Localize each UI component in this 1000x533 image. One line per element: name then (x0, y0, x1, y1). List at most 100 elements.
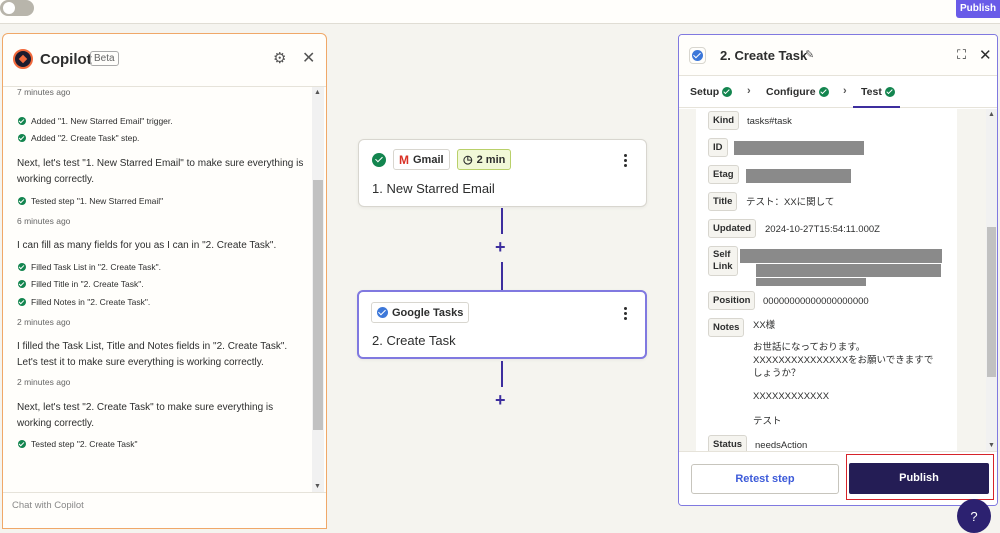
assistant-message: Next, let's test "2. Create Task" to mak… (17, 402, 274, 429)
help-icon[interactable]: ? (957, 499, 991, 533)
top-bar: Publish (0, 0, 1000, 24)
scrollbar-thumb[interactable] (313, 180, 323, 430)
step-title: 2. Create Task (372, 333, 456, 348)
activity-text: Filled Task List in "2. Create Task". (31, 262, 161, 272)
activity-item: Tested step "2. Create Task" (18, 439, 138, 449)
field-key-status: Status (708, 435, 748, 451)
activity-item: Added "1. New Starred Email" trigger. (18, 116, 173, 126)
field-value-notes-line: XXXXXXXXXXXX (753, 391, 830, 402)
copilot-title: Copilot (40, 51, 92, 68)
success-check-icon (372, 153, 386, 167)
check-icon (18, 280, 26, 288)
app-chip-google-tasks: Google Tasks (371, 302, 470, 323)
active-tab-indicator (853, 106, 900, 108)
field-key-updated: Updated (708, 219, 756, 238)
add-step-plus-icon[interactable]: + (495, 237, 506, 257)
check-icon (18, 134, 26, 142)
tab-label: Configure (766, 86, 816, 98)
assistant-message: I can fill as many fields for you as I c… (17, 240, 277, 251)
timestamp: 2 minutes ago (17, 377, 71, 387)
step-title: 1. New Starred Email (372, 181, 495, 196)
field-value-position: 00000000000000000000 (763, 296, 869, 307)
clock-icon: ◷ (463, 154, 473, 166)
copilot-scrollbar[interactable]: ▲ ▼ (312, 87, 324, 492)
action-step-card[interactable]: Google Tasks 2. Create Task (357, 290, 647, 359)
scroll-up-icon[interactable]: ▲ (988, 111, 995, 118)
publish-button[interactable]: Publish (849, 463, 989, 494)
redacted-value (756, 278, 866, 286)
pencil-icon[interactable]: ✎ (805, 49, 815, 61)
activity-text: Tested step "1. New Starred Email" (31, 196, 164, 206)
check-icon (818, 87, 829, 97)
more-options-icon[interactable] (624, 305, 627, 322)
field-value-notes-line: テスト (753, 416, 782, 427)
tab-test[interactable]: Test (861, 86, 895, 98)
key-line: Self (713, 249, 731, 260)
scroll-down-icon[interactable]: ▼ (314, 483, 321, 490)
more-options-icon[interactable] (624, 152, 627, 169)
activity-item: Tested step "1. New Starred Email" (18, 196, 163, 206)
connector-line (501, 262, 503, 290)
top-publish-button[interactable]: Publish (956, 0, 1000, 18)
field-value-updated: 2024-10-27T15:54:11.000Z (765, 224, 880, 235)
copilot-feed: 7 minutes ago Added "1. New Starred Emai… (3, 87, 326, 492)
field-key-position: Position (708, 291, 756, 310)
publish-highlight-outline (846, 454, 994, 500)
field-key-kind: Kind (708, 111, 740, 130)
expand-icon[interactable]: ⛶ (957, 47, 967, 62)
redacted-value (746, 169, 851, 183)
activity-text: Added "2. Create Task" step. (31, 133, 140, 143)
field-key-id: ID (708, 138, 728, 157)
key-line: Link (713, 261, 733, 272)
close-icon[interactable]: ✕ (979, 47, 992, 64)
trigger-step-card[interactable]: M Gmail ◷ 2 min 1. New Starred Email (358, 139, 647, 207)
step-editor-panel: 2. Create Task ✎ ⛶ ✕ Setup › Configure ›… (678, 34, 998, 506)
timestamp: 2 minutes ago (17, 317, 71, 327)
tab-setup[interactable]: Setup (690, 86, 733, 98)
app-label: Google Tasks (392, 306, 464, 319)
field-value-notes-line: お世話になっております。 (753, 342, 866, 353)
connector-line (501, 208, 503, 234)
panel-header: 2. Create Task ✎ ⛶ ✕ (679, 35, 997, 76)
timestamp: 6 minutes ago (17, 216, 71, 226)
panel-scrollbar[interactable]: ▲ ▼ (986, 109, 997, 451)
activity-text: Added "1. New Starred Email" trigger. (31, 116, 173, 126)
retest-step-button[interactable]: Retest step (691, 464, 839, 494)
zap-on-off-toggle[interactable] (0, 0, 34, 16)
copilot-logo-icon (13, 49, 33, 69)
panel-tabs: Setup › Configure › Test (679, 76, 997, 108)
activity-text: Tested step "2. Create Task" (31, 439, 138, 449)
redacted-value (740, 249, 942, 263)
scroll-down-icon[interactable]: ▼ (988, 442, 995, 449)
assistant-message: I filled the Task List, Title and Notes … (17, 341, 288, 368)
check-icon (722, 87, 733, 97)
chevron-right-icon: › (747, 85, 751, 97)
scroll-up-icon[interactable]: ▲ (314, 89, 321, 96)
copilot-chat-input[interactable]: Chat with Copilot (3, 492, 326, 528)
field-value-kind: tasks#task (747, 116, 792, 127)
field-value-notes-line: XXXXXXXXXXXXXXXをお願いできますで (753, 355, 934, 366)
tab-configure[interactable]: Configure (766, 86, 829, 98)
assistant-message: Next, let's test "1. New Starred Email" … (17, 158, 304, 185)
check-icon (18, 298, 26, 306)
close-icon[interactable]: ✕ (302, 50, 316, 67)
activity-text: Filled Notes in "2. Create Task". (31, 297, 151, 307)
app-label: Gmail (413, 153, 444, 166)
chevron-right-icon: › (843, 85, 847, 97)
check-icon (18, 117, 26, 125)
gear-icon[interactable]: ⚙ (273, 50, 287, 67)
field-key-etag: Etag (708, 165, 739, 184)
add-step-plus-icon[interactable]: + (495, 390, 506, 410)
field-key-title: Title (708, 192, 738, 211)
redacted-value (734, 141, 864, 155)
field-key-notes: Notes (708, 318, 745, 337)
gmail-icon: M (399, 152, 409, 167)
time-chip: ◷ 2 min (457, 149, 512, 170)
activity-item: Filled Task List in "2. Create Task". (18, 262, 161, 272)
panel-title[interactable]: 2. Create Task (720, 48, 808, 63)
check-icon (884, 87, 895, 97)
activity-item: Filled Title in "2. Create Task". (18, 279, 144, 289)
check-icon (18, 263, 26, 271)
activity-item: Added "2. Create Task" step. (18, 133, 139, 143)
scrollbar-thumb[interactable] (987, 227, 996, 377)
